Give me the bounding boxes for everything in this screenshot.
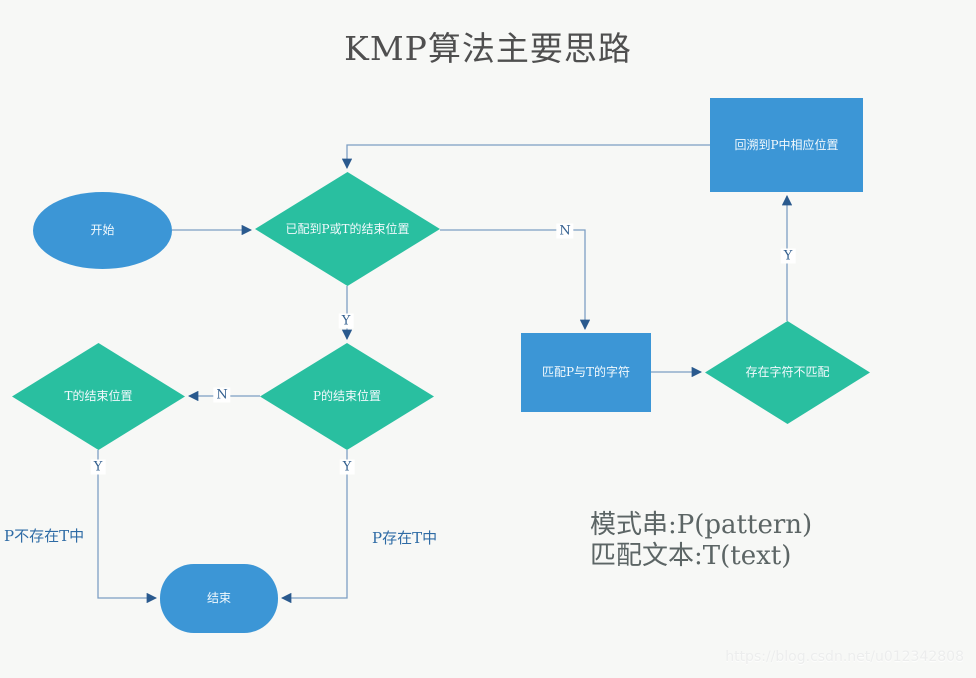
edge-label-p-end-yes: Y bbox=[339, 459, 355, 475]
node-match-chars: 匹配P与T的字符 bbox=[521, 333, 651, 412]
node-start: 开始 bbox=[33, 192, 172, 269]
legend-line1: 模式串:P(pattern) bbox=[590, 510, 813, 540]
node-finish-label: 结束 bbox=[206, 591, 231, 606]
node-finish: 结束 bbox=[160, 564, 278, 633]
node-match-chars-label: 匹配P与T的字符 bbox=[541, 365, 631, 380]
legend-line2: 匹配文本:T(text) bbox=[590, 541, 792, 571]
node-start-label: 开始 bbox=[90, 223, 115, 238]
diagram-title: KMP算法主要思路 bbox=[344, 29, 632, 68]
edge-check-no-to-match bbox=[440, 229, 591, 331]
node-p-end-check-label: P的结束位置 bbox=[312, 389, 382, 404]
watermark-url: https://blog.csdn.net/u012342808 bbox=[725, 649, 964, 665]
note-p-not-in-t: P不存在T中 bbox=[4, 527, 85, 545]
legend-text: 模式串:P(pattern) 匹配文本:T(text) bbox=[590, 510, 812, 572]
edge-backtrack-to-check bbox=[341, 144, 710, 170]
node-reached-end-check-label: 已配到P或T的结束位置 bbox=[285, 221, 410, 236]
edge-tend-yes-to-finish bbox=[97, 450, 158, 604]
node-backtrack-label: 回溯到P中相应位置 bbox=[734, 137, 839, 152]
edge-label-reached-end-no: N bbox=[556, 223, 574, 239]
edge-label-reached-end-yes: Y bbox=[338, 313, 354, 329]
node-t-end-check-label: T的结束位置 bbox=[64, 389, 133, 404]
node-backtrack: 回溯到P中相应位置 bbox=[710, 98, 863, 192]
edge-label-t-end-yes: Y bbox=[90, 459, 106, 475]
edge-label-p-end-no: N bbox=[213, 387, 231, 403]
note-p-in-t: P存在T中 bbox=[372, 529, 438, 547]
edge-pend-yes-to-finish bbox=[280, 450, 348, 604]
node-mismatch-check-label: 存在字符不匹配 bbox=[745, 365, 830, 380]
edge-label-mismatch-yes: Y bbox=[780, 248, 796, 264]
